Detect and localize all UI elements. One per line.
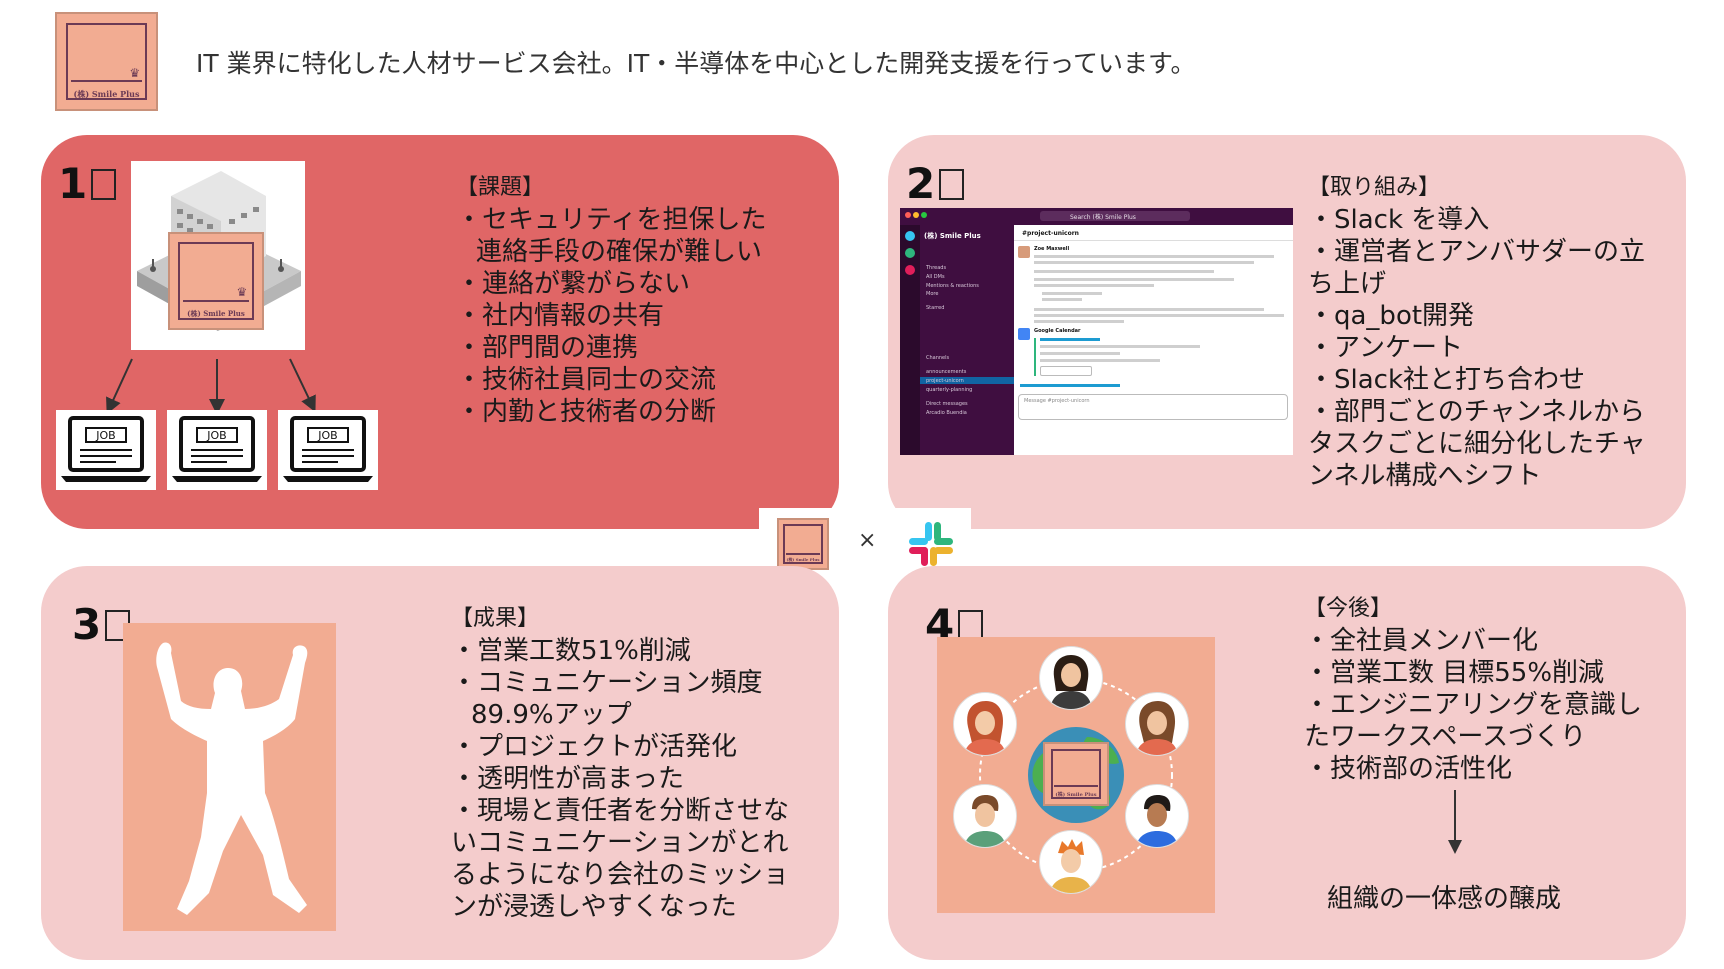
initiative-item: ・Slack社と打ち合わせ (1308, 365, 1586, 395)
laptop-job-icon-1: JOB (56, 410, 156, 490)
panel-number-1: 1 (58, 163, 117, 205)
logo-text: (株) Smile Plus (73, 88, 140, 99)
challenge-item: ・内勤と技術者の分断 (456, 397, 717, 427)
result-item: 89.9%アップ (471, 700, 632, 730)
slack-sidebar-item: Direct messages (926, 401, 968, 407)
slack-sidebar-item: Mentions & reactions (926, 283, 979, 289)
slack-workspace: (株) Smile Plus (924, 232, 981, 240)
slack-channel-title: #project-unicorn (1022, 230, 1079, 237)
future-item: ・技術部の活性化 (1304, 754, 1513, 784)
future-outcome: 組織の一体感の醸成 (1327, 884, 1562, 914)
slack-sidebar-item: announcements (926, 369, 967, 375)
logo-text: (株) Smile Plus (1055, 792, 1097, 798)
square-marker (958, 609, 984, 641)
avatar-3 (1125, 784, 1189, 848)
slack-author-1: Zoe Maxwell (1034, 246, 1070, 252)
slack-composer: Message #project-unicorn (1024, 398, 1090, 404)
future-item: たワークスペースづくり (1304, 722, 1587, 752)
future-item: ・全社員メンバー化 (1304, 626, 1539, 656)
square-marker (91, 168, 117, 200)
challenge-item: ・社内情報の共有 (456, 301, 665, 331)
slack-sidebar-item: project-unicorn (926, 378, 964, 384)
avatar-1 (1039, 646, 1103, 710)
initiative-item: ・部門ごとのチャンネルから (1308, 397, 1645, 427)
company-logo: ♛ (株) Smile Plus (55, 12, 158, 111)
avatar-4 (1039, 830, 1103, 894)
panel-number-2: 2 (906, 163, 965, 205)
laptop-job-icon-2: JOB (167, 410, 267, 490)
result-item: ・現場と責任者を分断させな (451, 796, 790, 826)
arrow-down-icon (1448, 790, 1462, 854)
initiative-item: ンネル構成へシフト (1308, 461, 1542, 491)
avatar-6 (953, 692, 1017, 756)
slack-sidebar-item: Arcadio Buendia (926, 410, 967, 416)
avatar-2 (1125, 692, 1189, 756)
challenge-item: ・技術社員同士の交流 (456, 365, 717, 395)
result-item: ・プロジェクトが活発化 (451, 732, 738, 762)
result-item: ・営業工数51%削減 (451, 636, 691, 666)
future-item: ・エンジニアリングを意識し (1304, 690, 1643, 720)
future-item: ・営業工数 目標55%削減 (1304, 658, 1605, 688)
logo-text: (株) Smile Plus (786, 557, 820, 563)
slack-screenshot: Search (株) Smile Plus (株) Smile Plus #pr… (900, 208, 1293, 455)
challenge-item: ・セキュリティを担保した (456, 205, 767, 235)
slack-search: Search (株) Smile Plus (1070, 214, 1136, 221)
square-marker (939, 168, 965, 200)
crown-icon: ♛ (129, 65, 141, 80)
initiative-item: ち上げ (1308, 269, 1387, 299)
slack-sidebar-highlight (920, 377, 1014, 384)
slack-logo-icon (909, 522, 953, 566)
company-logo-globe: (株) Smile Plus (1043, 742, 1109, 806)
initiative-item: ・qa_bot開発 (1308, 301, 1475, 331)
logo-text: (株) Smile Plus (187, 308, 245, 318)
slack-sidebar-item: All DMs (926, 274, 945, 280)
company-tagline: IT 業界に特化した人材サービス会社。IT・半導体を中心とした開発支援を行ってい… (196, 49, 1196, 78)
slack-sidebar-item: Threads (926, 265, 947, 271)
challenges-list: 【課題】 ・セキュリティを担保した連絡手段の確保が難しい・連絡が繋がらない・社内… (456, 172, 766, 428)
results-title: 【成果】 (451, 606, 540, 631)
result-item: るようになり会社のミッショ (451, 860, 790, 890)
challenge-item: ・連絡が繋がらない (456, 269, 691, 299)
slack-author-2: Google Calendar (1034, 328, 1081, 334)
initiative-item: ・アンケート (1308, 333, 1463, 363)
slack-sidebar-item: More (926, 291, 939, 297)
result-item: いコミュニケーションがとれ (451, 828, 789, 858)
slack-sidebar-item: quarterly-planning (926, 387, 973, 393)
arrow-icon (106, 358, 316, 415)
laptop-job-icon-3: JOB (278, 410, 378, 490)
initiative-item: ・運営者とアンバサダーの立 (1308, 237, 1645, 267)
svg-text:JOB: JOB (206, 429, 226, 442)
challenge-item: ・部門間の連携 (456, 333, 639, 363)
future-title: 【今後】 (1304, 596, 1393, 621)
initiatives-list: 【取り組み】 ・Slack を導入・運営者とアンバサダーの立ち上げ・qa_bot… (1308, 172, 1646, 492)
initiative-item: ・Slack を導入 (1308, 205, 1490, 235)
panel-number-3: 3 (72, 604, 131, 646)
challenge-item: 連絡手段の確保が難しい (476, 237, 763, 267)
initiative-item: タスクごとに細分化したチャ (1308, 429, 1646, 459)
svg-text:JOB: JOB (95, 429, 115, 442)
times-symbol: × (858, 528, 877, 553)
result-item: ンが浸透しやすくなった (451, 892, 737, 922)
svg-text:JOB: JOB (317, 429, 337, 442)
initiatives-title: 【取り組み】 (1308, 175, 1441, 200)
future-list: 【今後】 ・全社員メンバー化・営業工数 目標55%削減・エンジニアリングを意識し… (1304, 593, 1642, 785)
slack-sidebar-item: Starred (926, 305, 945, 311)
celebration-silhouette (123, 623, 336, 931)
company-logo-overlay: ♛ (株) Smile Plus (168, 232, 264, 330)
avatar-5 (953, 784, 1017, 848)
result-item: ・コミュニケーション頻度 (451, 668, 763, 698)
crown-icon: ♛ (236, 284, 248, 299)
challenges-title: 【課題】 (456, 175, 545, 200)
company-logo-small: (株) Smile Plus (777, 518, 829, 570)
slack-sidebar-item: Channels (926, 355, 950, 361)
result-item: ・透明性が高まった (451, 764, 684, 794)
